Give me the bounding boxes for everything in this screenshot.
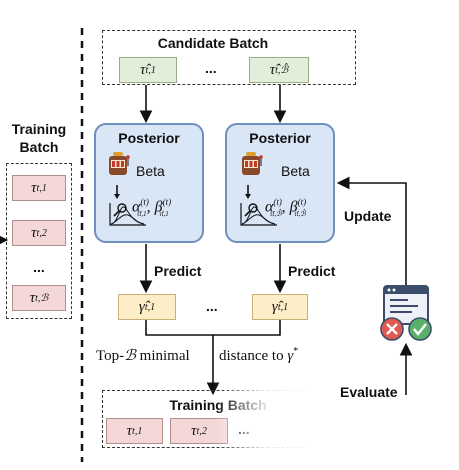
predict-label-left: Predict [154, 263, 202, 279]
prediction-cell-right: γ̂t,1 [252, 294, 308, 320]
check-icon [408, 317, 432, 341]
selection-text-left: Top-ℬ minimal [96, 348, 190, 364]
distribution-icon [240, 185, 277, 226]
slot-machine-icon [242, 152, 263, 175]
posterior-title-right: Posterior [249, 130, 311, 146]
prediction-ellipsis: ... [206, 298, 218, 314]
posterior-box-right: Posterior Beta α(t)τ̂t,ℬ̂, β(t)τ̂t,ℬ̂ [225, 123, 335, 243]
evaluate-label: Evaluate [340, 384, 398, 400]
slot-machine-icon [109, 152, 130, 175]
prediction-cell-left: γ̂t,1 [118, 294, 176, 320]
fade-overlay [215, 380, 355, 470]
posterior-box-left: Posterior Beta α(t)τ̂t,1, β(t)τ̂t,1 [94, 123, 204, 243]
training-batch-input-title-line2: Batch [19, 139, 59, 155]
candidate-cell-first: τ̂t,1 [119, 57, 177, 83]
training-batch-input-box [6, 163, 72, 319]
update-line [336, 176, 407, 285]
predict-label-right: Predict [288, 263, 336, 279]
update-label: Update [344, 208, 392, 224]
posterior-params-right: α(t)τ̂t,ℬ̂, β(t)τ̂t,ℬ̂ [265, 197, 307, 218]
training-batch-input-title-line1: Training [11, 121, 67, 137]
posterior-params-left: α(t)τ̂t,1, β(t)τ̂t,1 [132, 197, 172, 218]
selection-text-right: distance to γ* [219, 346, 299, 364]
evaluation-window-icon [380, 285, 432, 341]
beta-label-left: Beta [136, 163, 165, 179]
posterior-title-left: Posterior [118, 130, 180, 146]
merge-line [145, 318, 281, 336]
candidate-batch-title: Candidate Batch [157, 35, 269, 51]
candidate-batch-box [102, 30, 356, 85]
training-input-ellipsis: ... [33, 259, 45, 275]
distribution-icon [109, 185, 146, 226]
beta-label-right: Beta [281, 163, 310, 179]
cross-icon [380, 317, 404, 341]
candidate-cell-last: τ̂t,ℬ̂ [249, 57, 309, 83]
candidate-ellipsis: ... [205, 60, 217, 76]
